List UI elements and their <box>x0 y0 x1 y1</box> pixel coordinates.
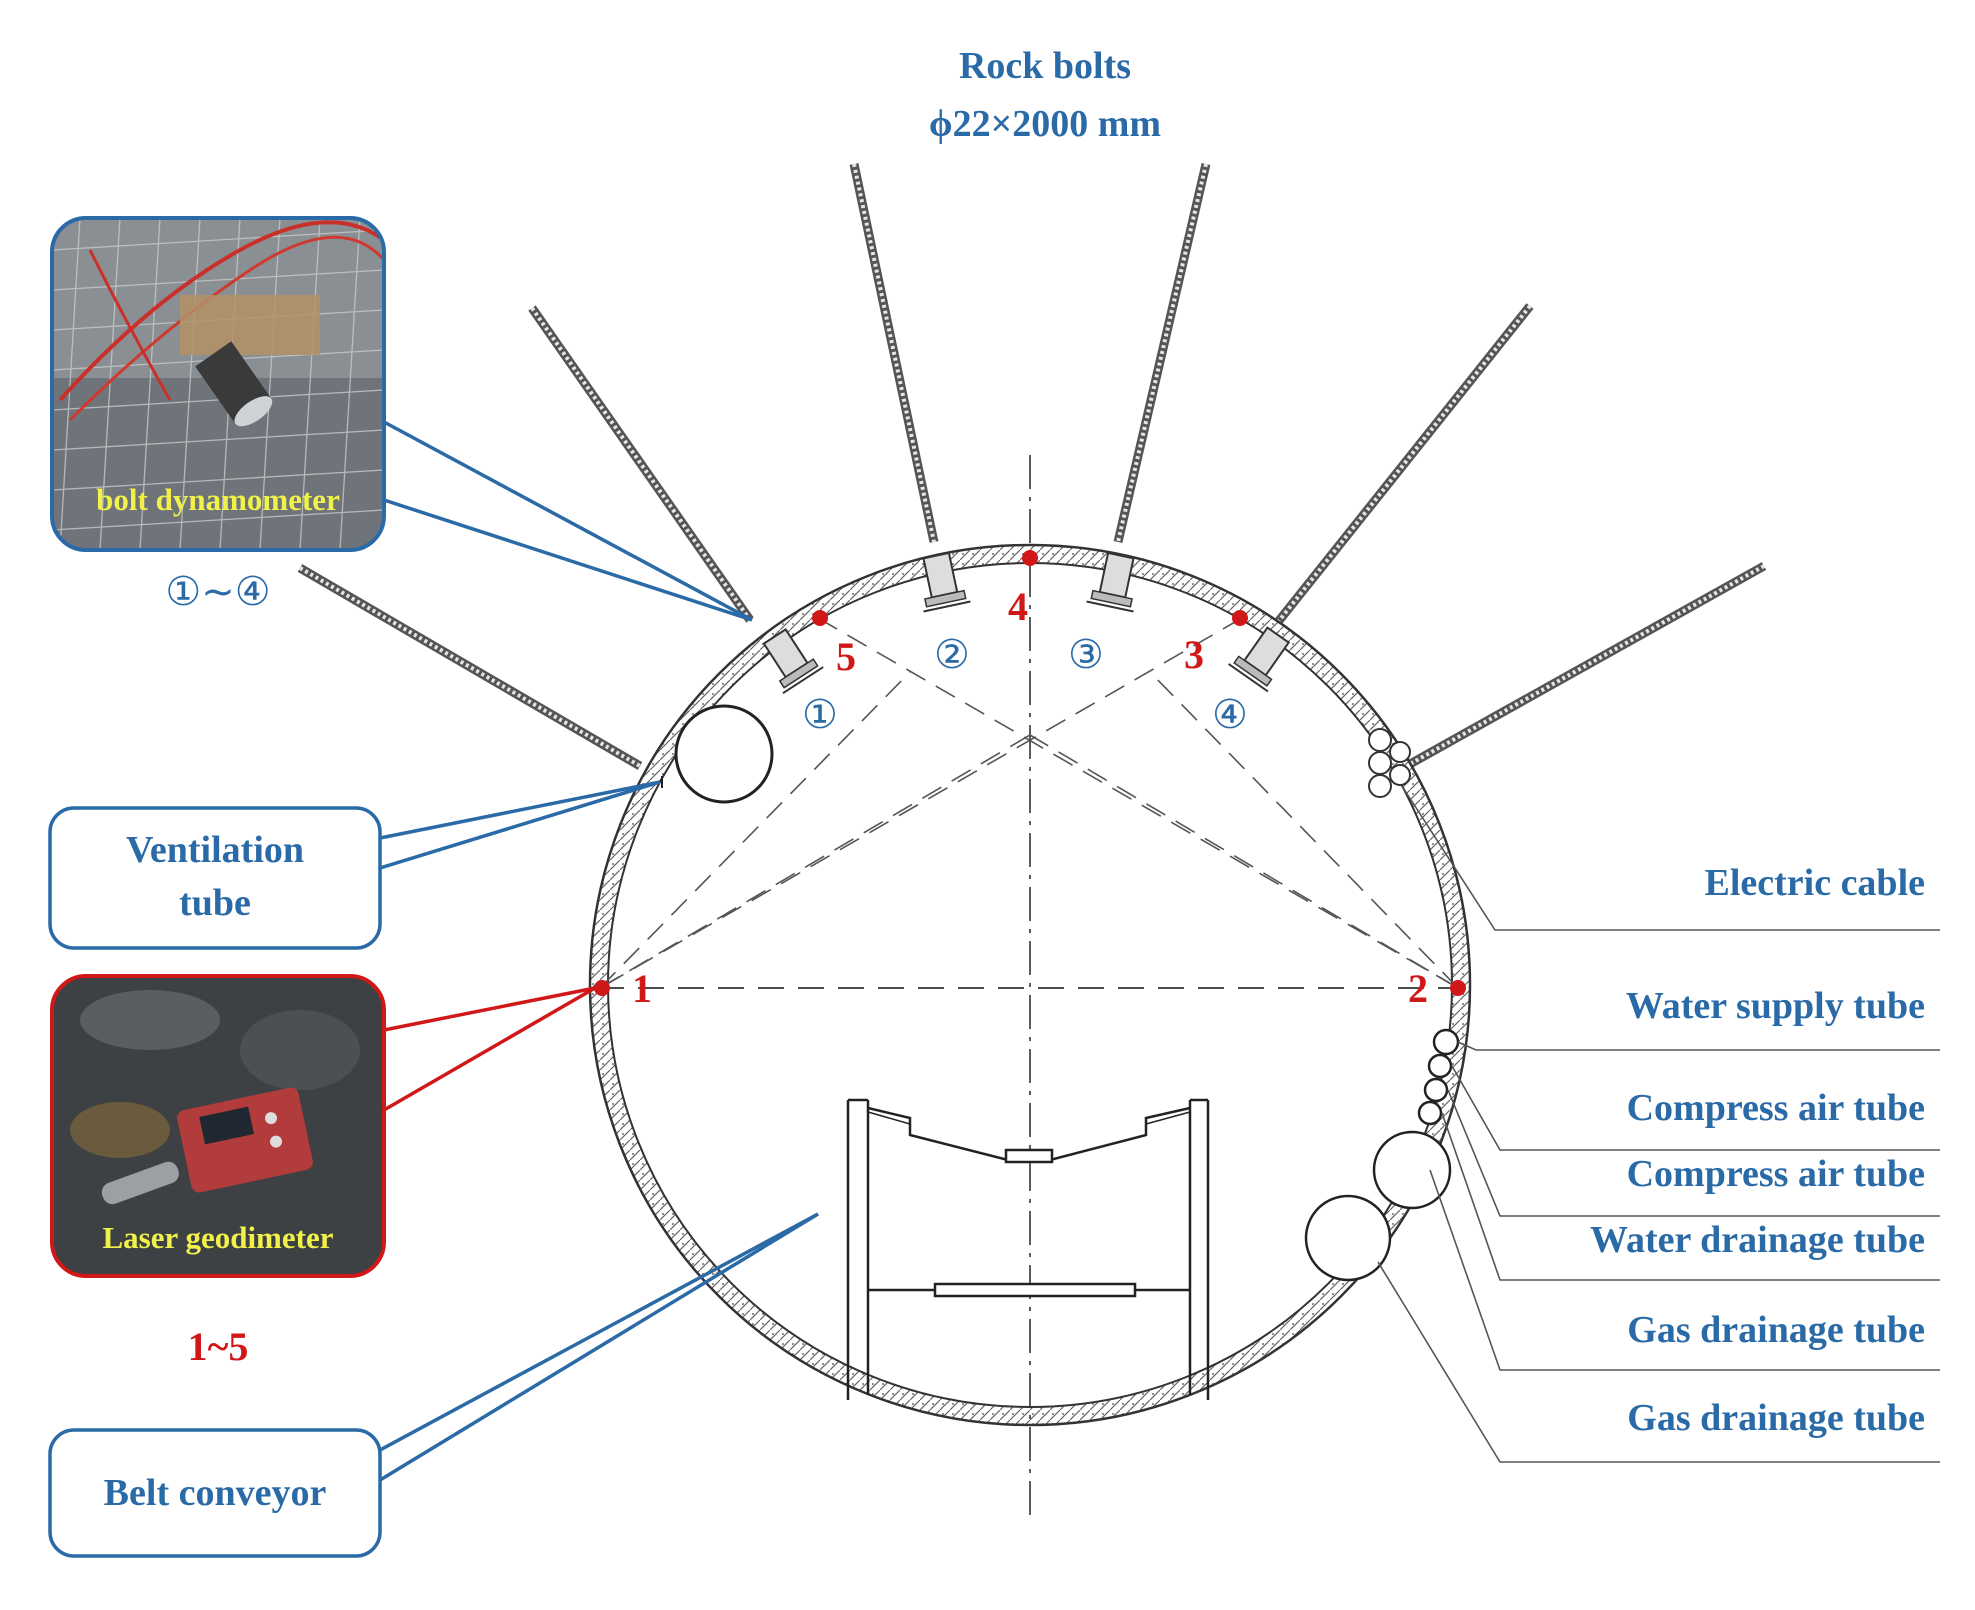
point-label-1: 1 <box>632 966 652 1011</box>
rock-bolts <box>297 162 1767 770</box>
rock-bolt <box>297 564 643 770</box>
measurement-lines <box>599 617 1459 989</box>
dynamometers <box>762 551 1291 695</box>
dynamometer-label-4: ④ <box>1212 692 1248 738</box>
dynamometer-range-label: ①~④ <box>165 569 270 615</box>
dynamometer-label-2: ② <box>934 632 970 678</box>
geodimeter-photo-callout: Laser geodimeter <box>50 974 386 1278</box>
ventilation-callout-box <box>48 806 382 950</box>
rock-bolt <box>528 305 754 623</box>
measuring-points <box>594 550 1466 996</box>
label-gas-drainage-tube-2: Gas drainage tube <box>1627 1397 1925 1439</box>
geodimeter-photo <box>52 976 384 1276</box>
point-label-5: 5 <box>836 634 856 679</box>
label-water-supply-tube: Water supply tube <box>1626 985 1925 1027</box>
label-water-drainage-tube: Water drainage tube <box>1590 1219 1925 1261</box>
ventilation-tube <box>674 704 774 804</box>
callout-connectors <box>379 420 819 1482</box>
rock-bolt <box>1116 163 1208 543</box>
measuring-point-2 <box>1450 980 1466 996</box>
service-pipes <box>1304 1028 1460 1282</box>
electric-cable-bundle <box>1368 728 1411 798</box>
point-label-2: 2 <box>1408 966 1428 1011</box>
dynamometer-label-3: ③ <box>1068 632 1104 678</box>
geodimeter-range-label: 1~5 <box>188 1324 249 1369</box>
ventilation-label-line2: tube <box>179 882 251 924</box>
point-label-4: 4 <box>1008 584 1028 629</box>
rock-bolt <box>1409 564 1765 766</box>
belt-conveyor-callout-box <box>48 1428 382 1558</box>
dynamometer-photo-callout: bolt dynamometer <box>50 216 386 552</box>
measuring-point-1 <box>594 980 610 996</box>
point-label-3: 3 <box>1184 632 1204 677</box>
dynamometer-label-1: ① <box>802 692 838 738</box>
rock-bolt <box>1266 303 1534 635</box>
dynamometer-photo <box>52 218 384 550</box>
rock-bolts-spec: ϕ22×2000 mm <box>929 103 1161 145</box>
pipe-leader-lines <box>1377 785 1940 1463</box>
measuring-point-3 <box>1232 610 1248 626</box>
label-compress-air-tube-2: Compress air tube <box>1627 1153 1925 1195</box>
label-compress-air-tube-1: Compress air tube <box>1627 1087 1925 1129</box>
measuring-point-4 <box>1022 550 1038 566</box>
belt-conveyor <box>846 1098 1210 1400</box>
rock-bolts-title: Rock bolts <box>959 45 1131 87</box>
geodimeter-photo-label: Laser geodimeter <box>103 1220 334 1255</box>
ventilation-label-line1: Ventilation <box>126 829 304 871</box>
belt-conveyor-label: Belt conveyor <box>104 1472 327 1514</box>
rock-bolt <box>852 163 936 543</box>
dynamometer-photo-label: bolt dynamometer <box>96 482 340 517</box>
label-gas-drainage-tube-1: Gas drainage tube <box>1627 1309 1925 1351</box>
measuring-point-5 <box>812 610 828 626</box>
label-electric-cable: Electric cable <box>1704 862 1925 904</box>
